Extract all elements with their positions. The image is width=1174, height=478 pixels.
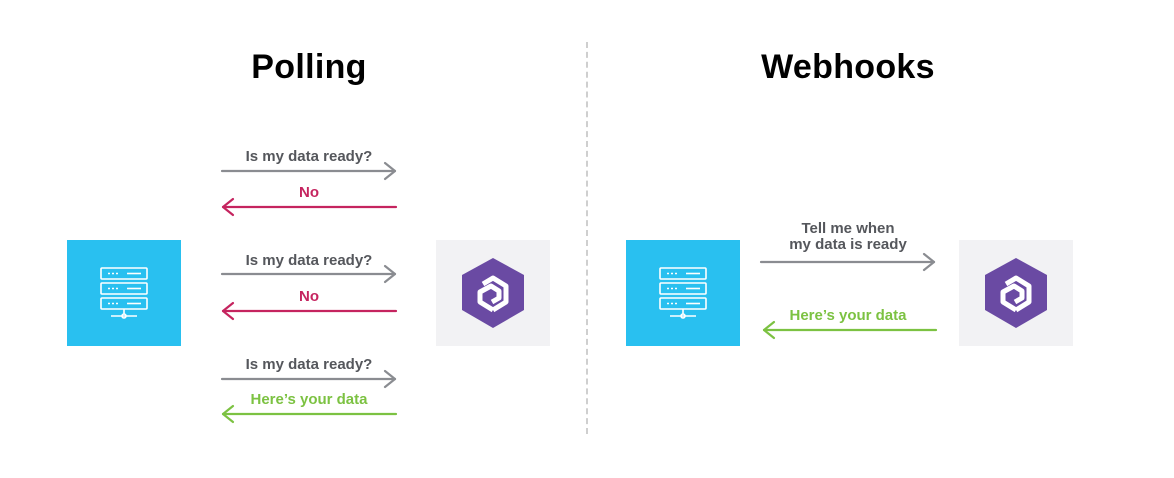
request-arrow bbox=[220, 161, 397, 181]
server-rack-icon bbox=[659, 267, 707, 319]
subscribe-arrow bbox=[759, 252, 936, 272]
webhooks-app-box bbox=[959, 240, 1073, 346]
polling-server-box bbox=[67, 240, 181, 346]
response-label: Here’s your data bbox=[250, 391, 368, 408]
request-label: Is my data ready? bbox=[245, 356, 373, 373]
subscribe-label-line2: my data is ready bbox=[789, 236, 907, 253]
request-label: Is my data ready? bbox=[245, 148, 373, 165]
request-arrow bbox=[220, 264, 397, 284]
section-divider bbox=[586, 42, 588, 434]
response-label: No bbox=[299, 184, 319, 201]
data-response-arrow bbox=[221, 404, 398, 424]
polling-app-box bbox=[436, 240, 550, 346]
subscribe-label-line1: Tell me when bbox=[801, 220, 895, 237]
response-label: No bbox=[299, 288, 319, 305]
webhooks-title: Webhooks bbox=[761, 48, 935, 86]
no-response-arrow bbox=[221, 301, 398, 321]
hexagon-logo-icon bbox=[985, 258, 1047, 328]
webhooks-server-box bbox=[626, 240, 740, 346]
no-response-arrow bbox=[221, 197, 398, 217]
request-label: Is my data ready? bbox=[245, 252, 373, 269]
delivery-label: Here’s your data bbox=[789, 307, 907, 324]
request-arrow bbox=[220, 369, 397, 389]
polling-title: Polling bbox=[251, 48, 367, 86]
server-rack-icon bbox=[100, 267, 148, 319]
hexagon-logo-icon bbox=[462, 258, 524, 328]
data-delivered-arrow bbox=[762, 320, 938, 340]
